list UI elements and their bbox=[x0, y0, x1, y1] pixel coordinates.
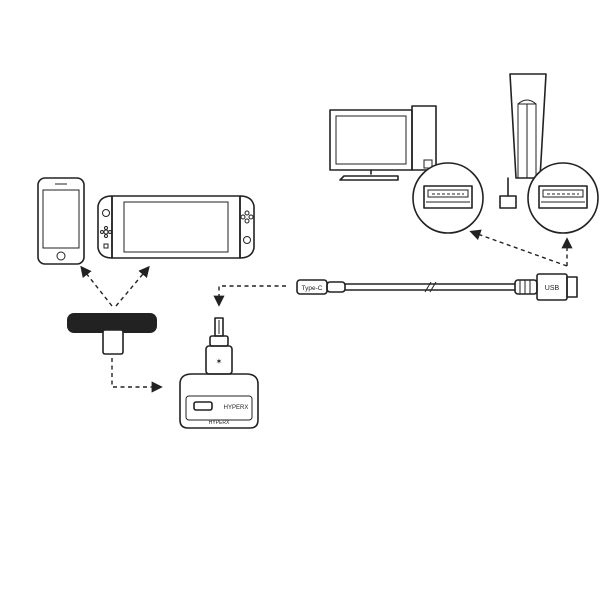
adapter-brand-mark: ✶ bbox=[216, 357, 223, 366]
adapter-base-label: HYPERX bbox=[209, 420, 230, 426]
usb-a-plug-label: USB bbox=[545, 285, 560, 292]
handheld-console-icon bbox=[98, 196, 254, 258]
adapter-brand-label: HYPERX bbox=[224, 405, 249, 411]
connection-arrows bbox=[82, 232, 567, 387]
usb-c-adapter-icon: ✶ HYPERX HYPERX bbox=[180, 318, 258, 428]
arrow-to-adapter-plug bbox=[219, 286, 286, 304]
arrow-to-handheld bbox=[116, 268, 148, 306]
desktop-pc-icon bbox=[330, 106, 436, 180]
usb-a-port-icon bbox=[413, 163, 483, 233]
usb-c-plug-label: Type-C bbox=[302, 285, 323, 292]
usb-c-to-usb-a-cable-icon: Type-C USB bbox=[297, 274, 577, 300]
arrow-to-smartphone bbox=[82, 268, 112, 306]
wireless-dongle-icon bbox=[67, 313, 157, 354]
arrow-to-pc-port bbox=[472, 232, 567, 266]
usb-a-port-icon bbox=[528, 163, 598, 233]
arrow-to-adapter bbox=[112, 358, 160, 387]
smartphone-icon bbox=[38, 178, 84, 264]
